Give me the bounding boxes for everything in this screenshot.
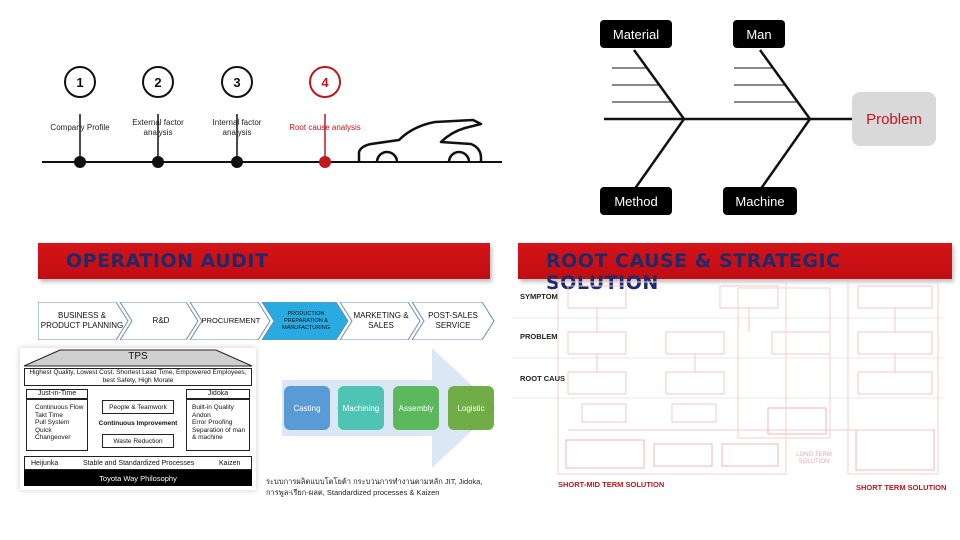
toyota-way-base: Toyota Way Philosophy — [24, 470, 252, 486]
tps-foundation: Heijunka Stable and Standardized Process… — [24, 456, 252, 470]
long-term-label: LONG TERM SOLUTION — [796, 452, 832, 465]
process-casting: Casting — [284, 386, 330, 430]
process-arrow-icon — [282, 348, 496, 468]
chain-procurement: PROCUREMENT — [201, 316, 261, 325]
operation-audit-banner: OPERATION AUDIT — [38, 243, 490, 279]
short-term-label: SHORT TERM SOLUTION — [856, 483, 947, 492]
chain-post-sales: POST-SALES SERVICE — [428, 311, 478, 330]
chain-rnd: R&D — [152, 316, 170, 325]
people-teamwork: People & Teamwork — [102, 400, 174, 414]
process-logistic: Logistic — [448, 386, 494, 430]
chain-production: PRODUCTION PREPARATION & MANUFACTURING — [282, 310, 330, 331]
short-mid-term-label: SHORT-MID TERM SOLUTION — [558, 480, 665, 489]
root-cause-title: ROOT CAUSE & STRATEGIC SOLUTION — [546, 250, 841, 294]
root-cause-banner: ROOT CAUSE & STRATEGIC SOLUTION — [518, 243, 952, 294]
jidoka-items: Built-in Quality Andon Error Proofing Se… — [186, 399, 250, 451]
row-root-cause: ROOT CAUS — [520, 374, 565, 383]
jit-items: Continuous Flow Takt Time Pull System Qu… — [26, 399, 88, 451]
step-3-label: Internal factor analysis — [212, 118, 262, 137]
cause-method: Method — [600, 187, 672, 215]
fishbone-lines — [604, 49, 854, 191]
problem-box: Problem — [852, 92, 936, 146]
step-2-label: External factor analysis — [132, 118, 184, 137]
waste-reduction: Waste Reduction — [102, 434, 174, 448]
chain-marketing-sales: MARKETING & SALES — [353, 311, 409, 330]
foundation-heijunka: Heijunka — [31, 460, 59, 467]
timeline-line — [42, 114, 502, 168]
foundation-stable: Stable and Standardized Processes — [83, 460, 195, 467]
continuous-improvement: Continuous Improvement — [98, 420, 178, 427]
row-symptom: SYMPTOM — [520, 292, 558, 301]
caption-line-2: การพูล-เรียก-ผลต, Standardized processes… — [266, 488, 440, 497]
step-4-circle: 4 — [309, 66, 341, 98]
step-3-circle: 3 — [221, 66, 253, 98]
tps-roof — [23, 349, 253, 367]
caption-line-1: ระบบการผลิตแบบโตโยต้า กระบวนการทำงานตามห… — [266, 477, 483, 486]
car-icon — [357, 118, 483, 163]
jidoka-title: Jidoka — [186, 389, 250, 399]
step-1-circle: 1 — [64, 66, 96, 98]
cause-material: Material — [600, 20, 672, 48]
cause-man: Man — [733, 20, 785, 48]
operation-audit-title: OPERATION AUDIT — [66, 250, 269, 272]
step-4-label: Root cause analysis — [289, 123, 361, 132]
step-1-label: Company Profile — [50, 123, 110, 132]
row-problem: PROBLEM — [520, 332, 558, 341]
root-cause-grid — [512, 281, 944, 475]
tps-title: TPS — [128, 351, 148, 362]
chain-business-planning: BUSINESS & PRODUCT PLANNING — [40, 311, 124, 330]
tps-house: TPS Highest Quality, Lowest Cost, Shorte… — [20, 348, 256, 490]
cause-machine: Machine — [723, 187, 797, 215]
process-assembly: Assembly — [393, 386, 439, 430]
jit-title: Just-in-Time — [26, 389, 88, 399]
process-machining: Machining — [338, 386, 384, 430]
step-2-circle: 2 — [142, 66, 174, 98]
tps-goals: Highest Quality, Lowest Cost, Shortest L… — [24, 368, 252, 386]
foundation-kaizen: Kaizen — [219, 460, 241, 467]
value-chain-chevrons — [38, 302, 495, 340]
